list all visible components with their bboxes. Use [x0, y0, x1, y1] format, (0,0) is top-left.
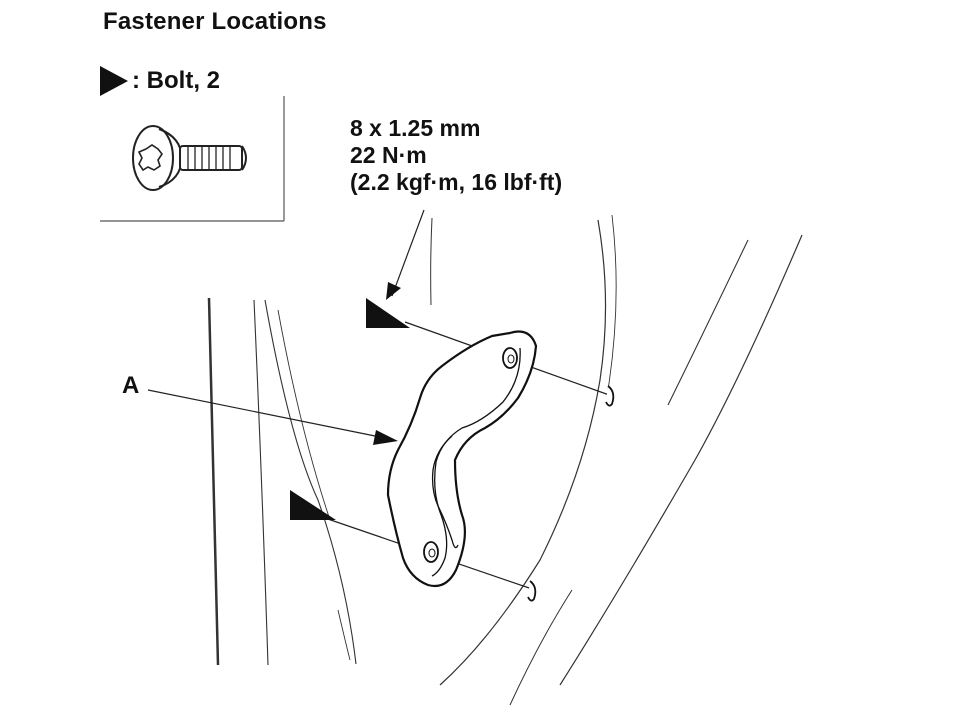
torque-nm: 22 N·m [350, 142, 427, 168]
bolt-marker-icon [366, 298, 410, 328]
legend-label: : Bolt, 2 [132, 67, 220, 94]
bracket-a [386, 330, 538, 588]
legend: : Bolt, 2 [100, 66, 220, 96]
callout-a: A [122, 372, 140, 399]
leader-arrowheads [373, 282, 401, 445]
mounting-hole [527, 580, 537, 602]
bolt-marker-icon [100, 66, 128, 96]
leader-lines [147, 209, 613, 591]
torque-alt: (2.2 kgf·m, 16 lbf·ft) [350, 169, 563, 195]
bolt-size: 8 x 1.25 mm [350, 115, 481, 141]
mounting-holes [527, 385, 615, 602]
bolt-legend-frame [100, 96, 285, 222]
mounting-hole [605, 385, 615, 407]
torque-spec: 8 x 1.25 mm 22 N·m (2.2 kgf·m, 16 lbf·ft… [350, 115, 562, 196]
body-panel-lines [207, 214, 803, 706]
page-title: Fastener Locations [103, 8, 327, 35]
bolt-marker-icon [290, 490, 336, 520]
bolt-position-markers [290, 298, 410, 520]
torx-bolt-icon [132, 125, 247, 191]
